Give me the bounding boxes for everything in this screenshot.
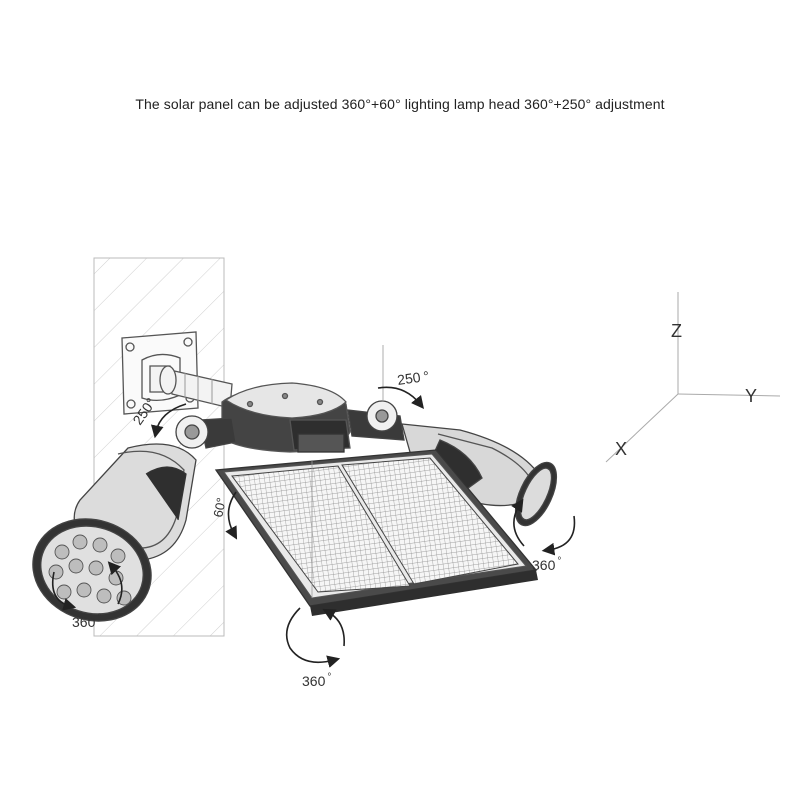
svg-text:60°: 60° — [210, 496, 229, 518]
svg-text:250°: 250° — [396, 368, 430, 388]
guide-lines — [311, 345, 384, 598]
mounting-arm — [149, 365, 233, 409]
panel-tilt-arrow — [225, 491, 238, 540]
right-head-rotate-label: 360 — [532, 557, 556, 573]
left-head-rotate-arrow — [51, 571, 77, 611]
svg-text:360°: 360° — [302, 672, 331, 689]
right-lamp-head — [347, 400, 558, 527]
svg-text:360°: 360° — [532, 556, 561, 573]
svg-text:360°: 360° — [72, 613, 101, 630]
left-head-tilt-arrow — [150, 403, 187, 439]
solar-panel — [214, 449, 538, 616]
right-head-tilt-label: 250 — [396, 369, 422, 388]
panel-rotate-arrow-2 — [322, 608, 345, 647]
z-axis-label: Z — [671, 321, 682, 341]
coordinate-axes: Z Y X — [605, 292, 781, 463]
left-head-rotate-label: 360 — [72, 614, 96, 630]
left-lamp-head — [32, 415, 237, 622]
caption: The solar panel can be adjusted 360°+60°… — [135, 96, 665, 112]
right-head-tilt-arrow — [377, 386, 425, 409]
right-head-rotate-arrow — [541, 515, 576, 556]
y-axis-label: Y — [745, 386, 757, 406]
x-axis-label: X — [615, 439, 627, 459]
panel-rotate-arrow — [285, 607, 341, 668]
panel-rotate-label: 360 — [302, 673, 326, 689]
led-chips — [48, 534, 132, 606]
rotation-arrows — [51, 386, 576, 668]
left-head-rotate-arrow-2 — [107, 561, 123, 605]
panel-tilt-label: 60 — [210, 501, 228, 518]
central-hub — [221, 382, 351, 453]
right-head-rotate-arrow-2 — [511, 498, 525, 547]
